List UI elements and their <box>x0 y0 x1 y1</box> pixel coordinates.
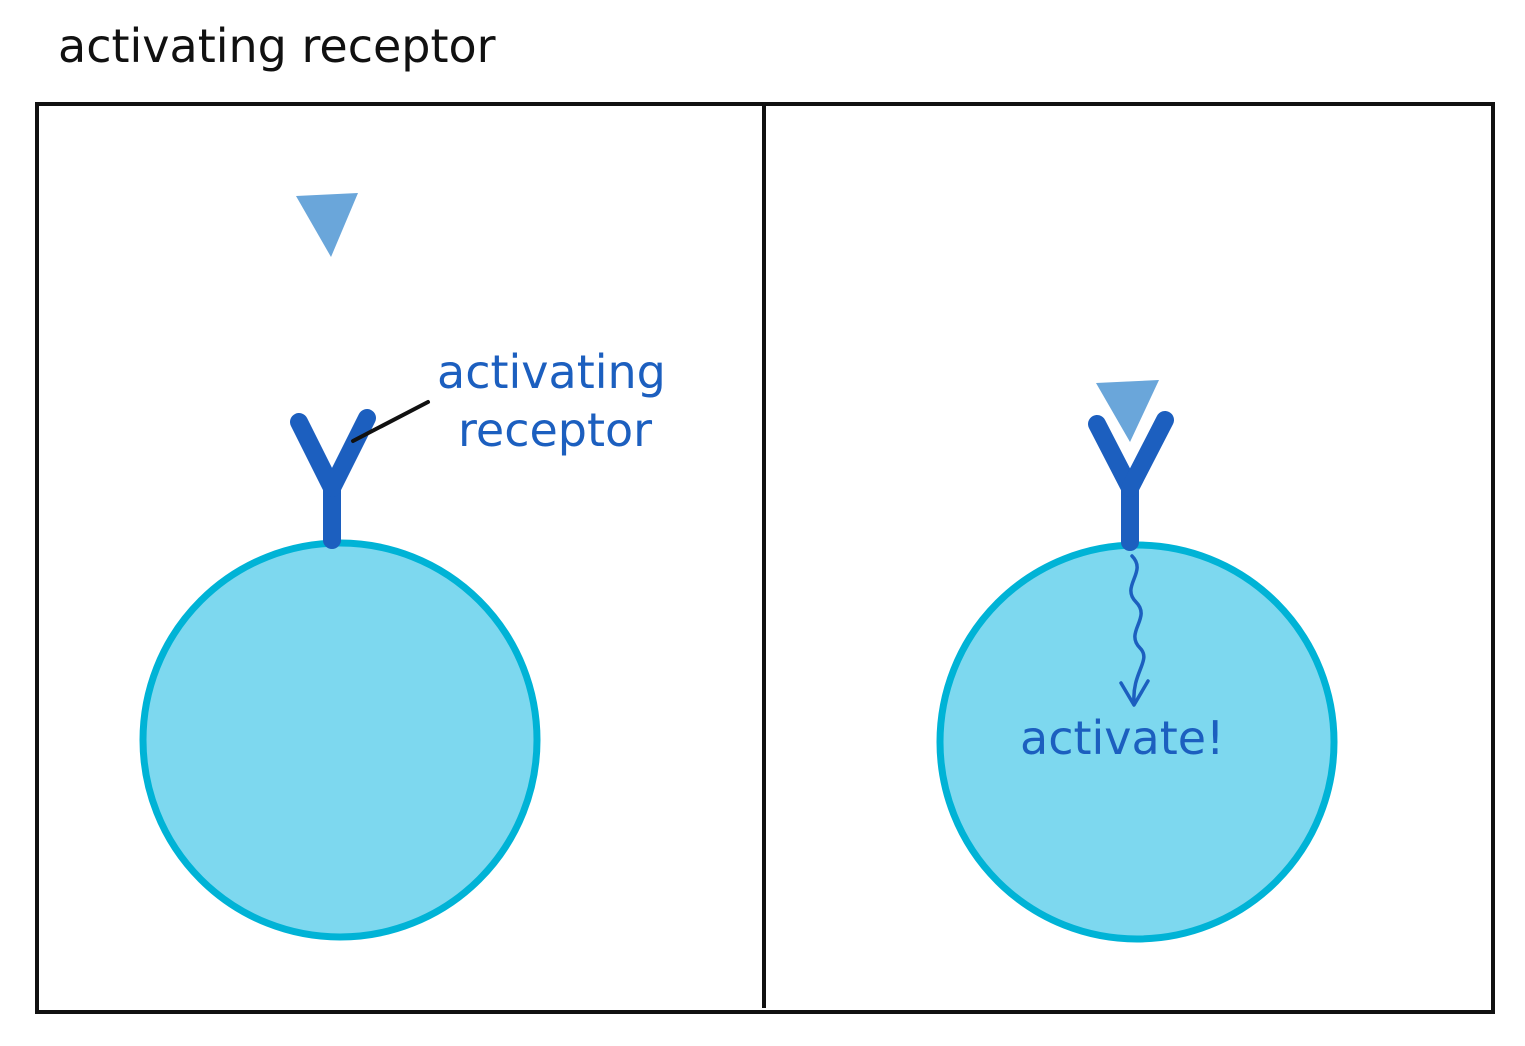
left-panel: activating receptor <box>139 193 666 941</box>
signal-arrow <box>1129 554 1146 704</box>
receptor-left <box>290 409 376 549</box>
diagram-title: activating receptor <box>58 19 496 73</box>
ligand-bound <box>1096 380 1159 442</box>
receptor-label-leader <box>351 400 430 443</box>
receptor-label-line2: receptor <box>458 403 652 457</box>
cell-left <box>139 539 541 941</box>
right-panel: activate! <box>936 380 1338 943</box>
receptor-right <box>1088 411 1174 551</box>
receptor-label-line1: activating <box>437 345 666 399</box>
ligand-free <box>296 193 358 257</box>
signal-arrow-head <box>1119 679 1150 707</box>
signal-label: activate! <box>1020 711 1224 765</box>
